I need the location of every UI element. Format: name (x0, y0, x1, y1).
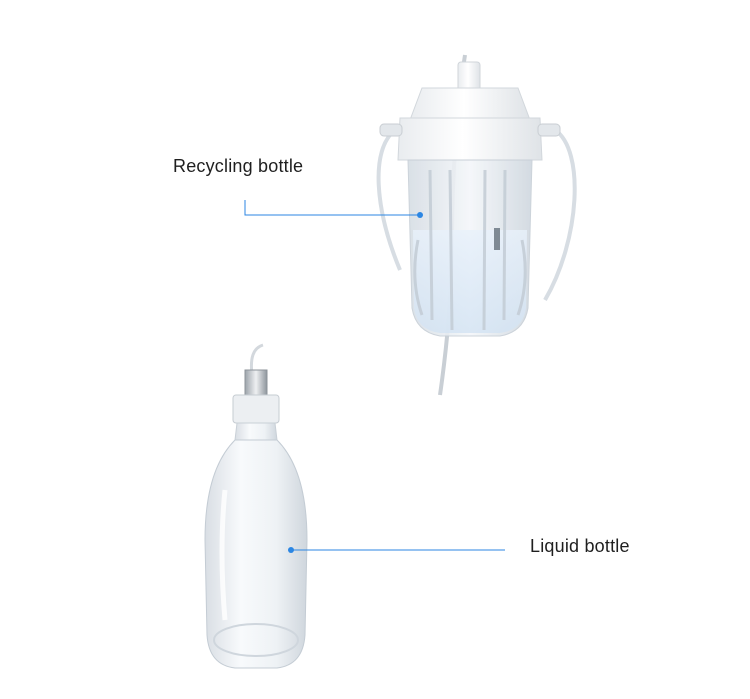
liquid-bottle-label: Liquid bottle (530, 536, 630, 556)
recycling-bottle-leader-line (244, 200, 420, 216)
liquid-bottle-dot (288, 547, 294, 553)
recycling-bottle-label: Recycling bottle (173, 156, 304, 176)
recycling-bottle-dot (417, 212, 423, 218)
liquid-bottle-leader-line (291, 549, 505, 551)
liquid-bottle-illustration (204, 343, 308, 669)
recycling-bottle-illustration (376, 54, 577, 396)
